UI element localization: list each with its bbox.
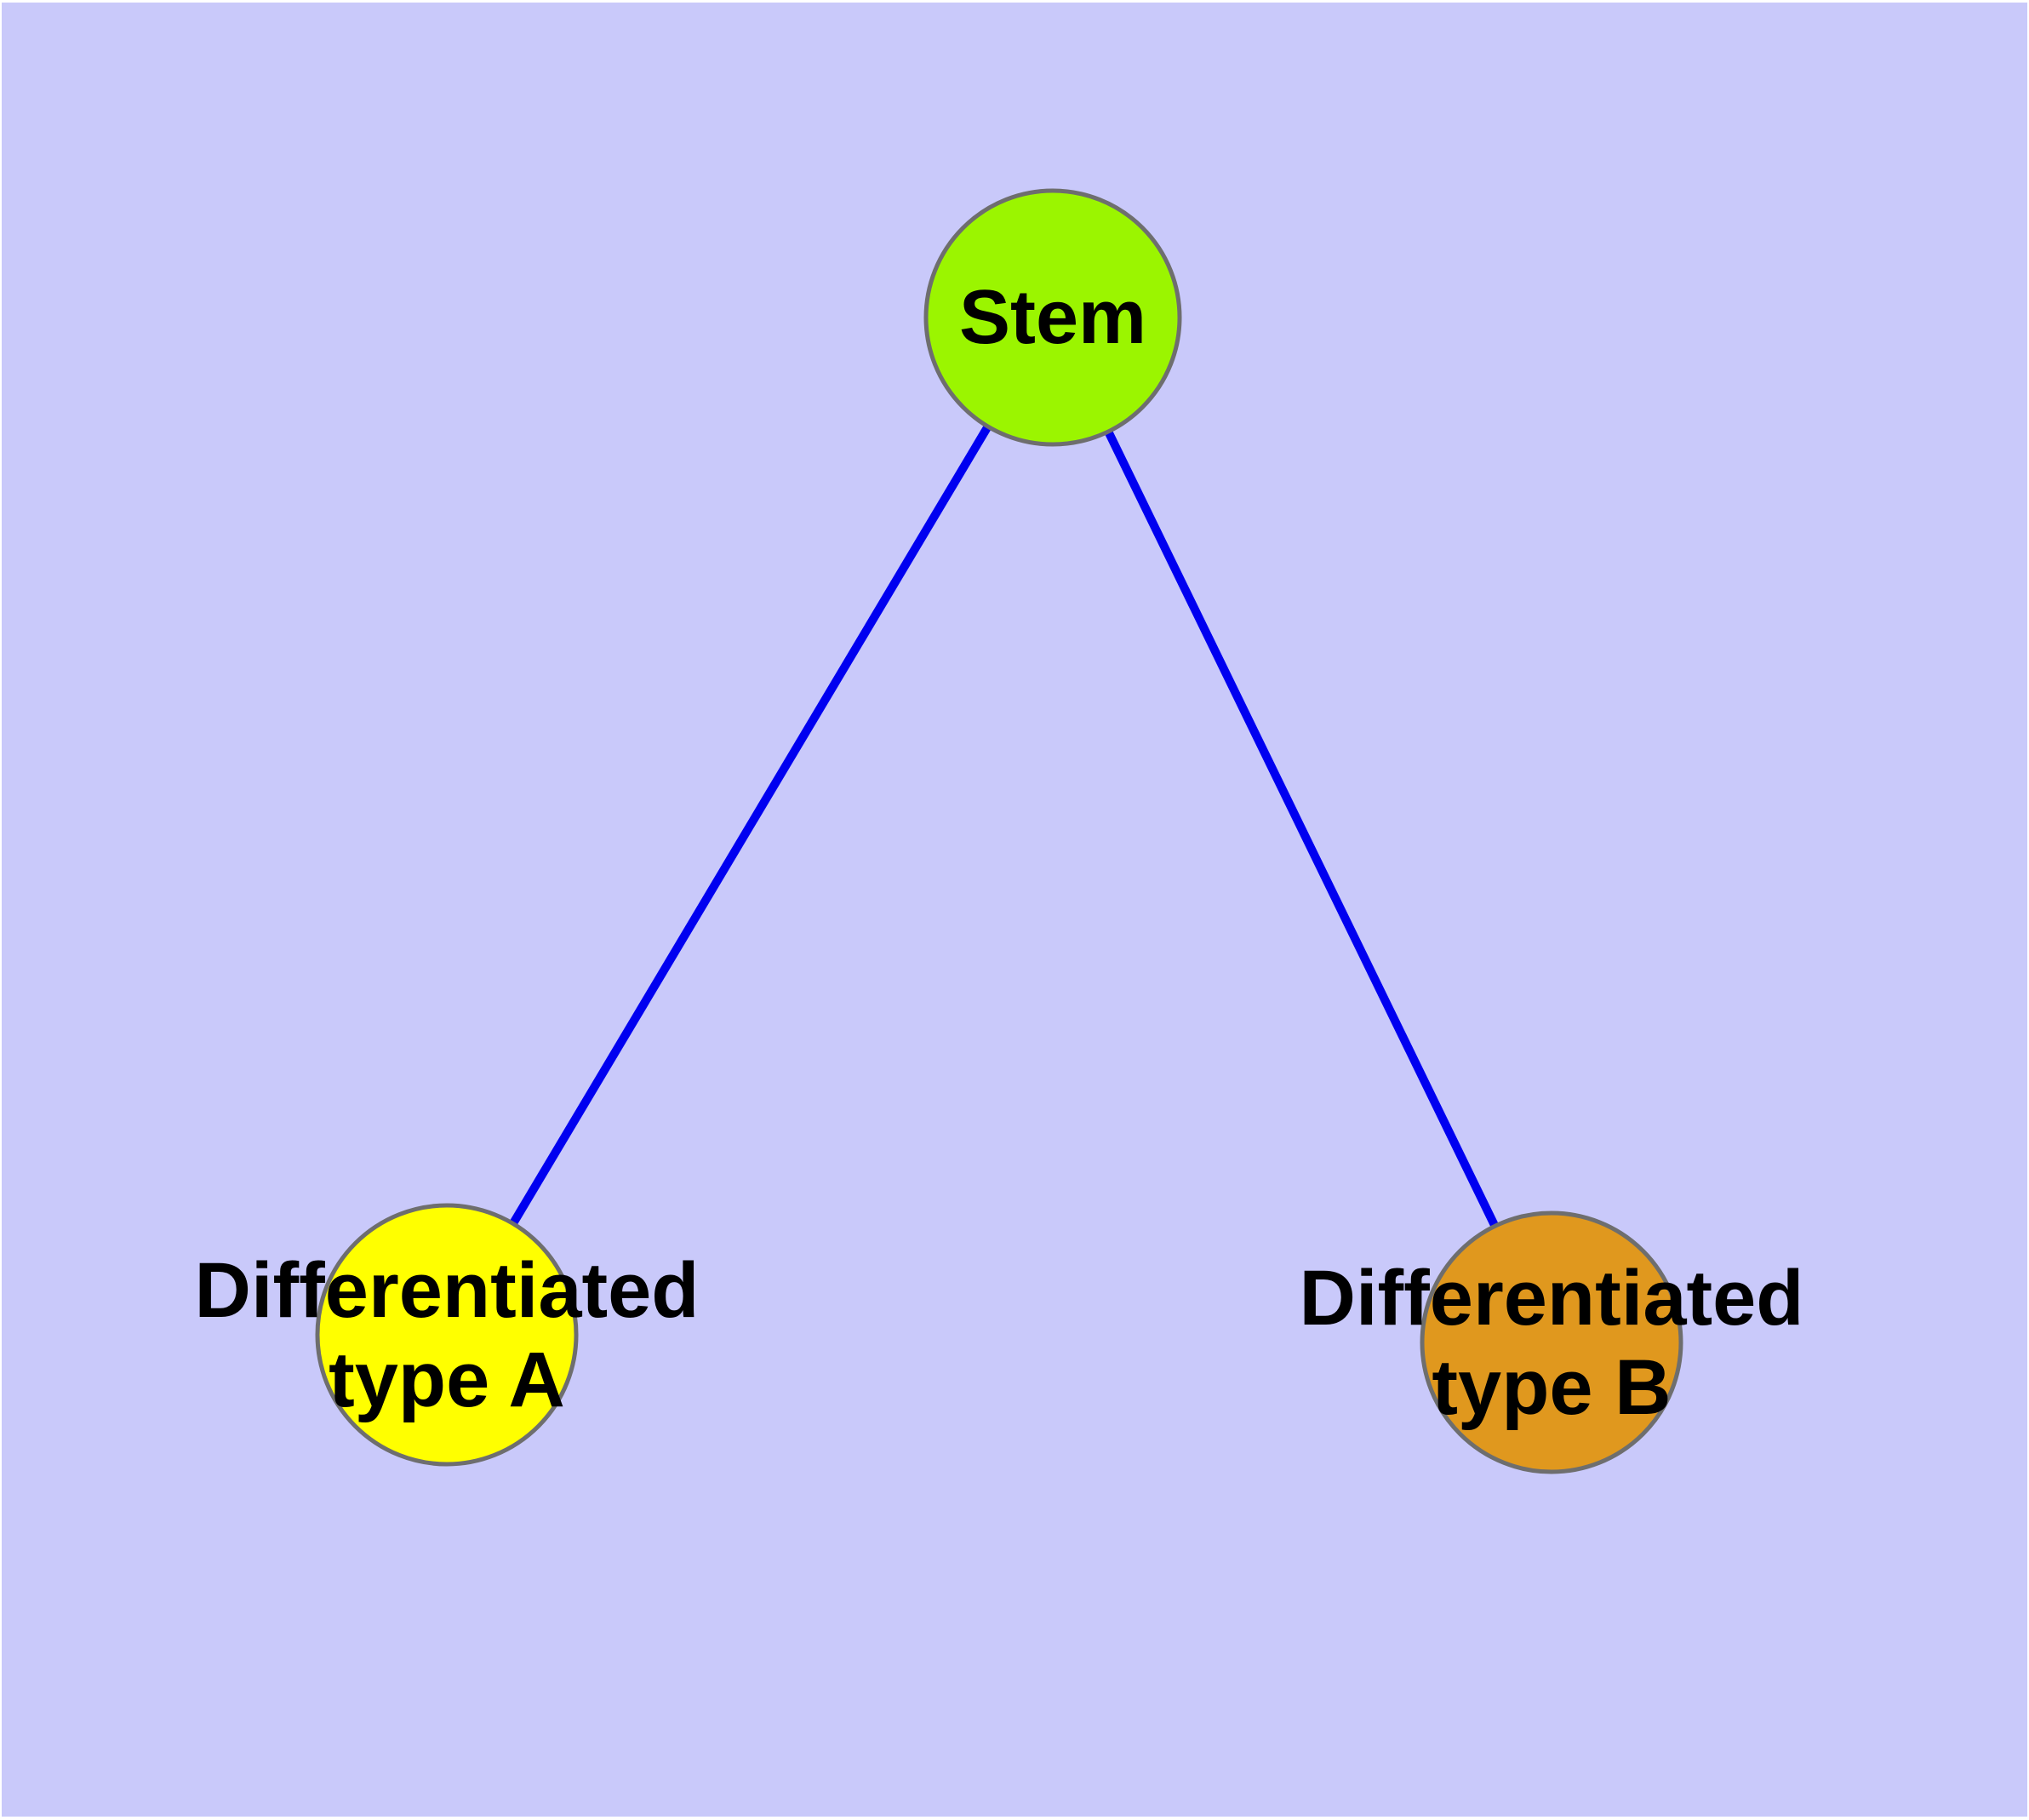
node-type-a-label-line2: type A [329, 1336, 565, 1423]
node-stem-label: Stem [959, 275, 1146, 360]
edges [443, 315, 1556, 1345]
node-stem: Stem [923, 188, 1182, 447]
node-type-b-label-line2: type B [1432, 1344, 1671, 1431]
node-type-b-circle [1420, 1210, 1683, 1474]
edge-stem-to-type-b [1049, 315, 1556, 1345]
node-differentiated-type-b: Differentiated type B [1300, 1210, 1804, 1474]
node-type-a-circle [315, 1203, 579, 1467]
node-type-a-label-line1: Differentiated [195, 1247, 700, 1334]
node-differentiated-type-a: Differentiated type A [195, 1203, 700, 1467]
edge-stem-to-type-a [443, 315, 1057, 1337]
node-type-b-label-line1: Differentiated [1300, 1255, 1804, 1342]
node-stem-circle [923, 188, 1182, 447]
